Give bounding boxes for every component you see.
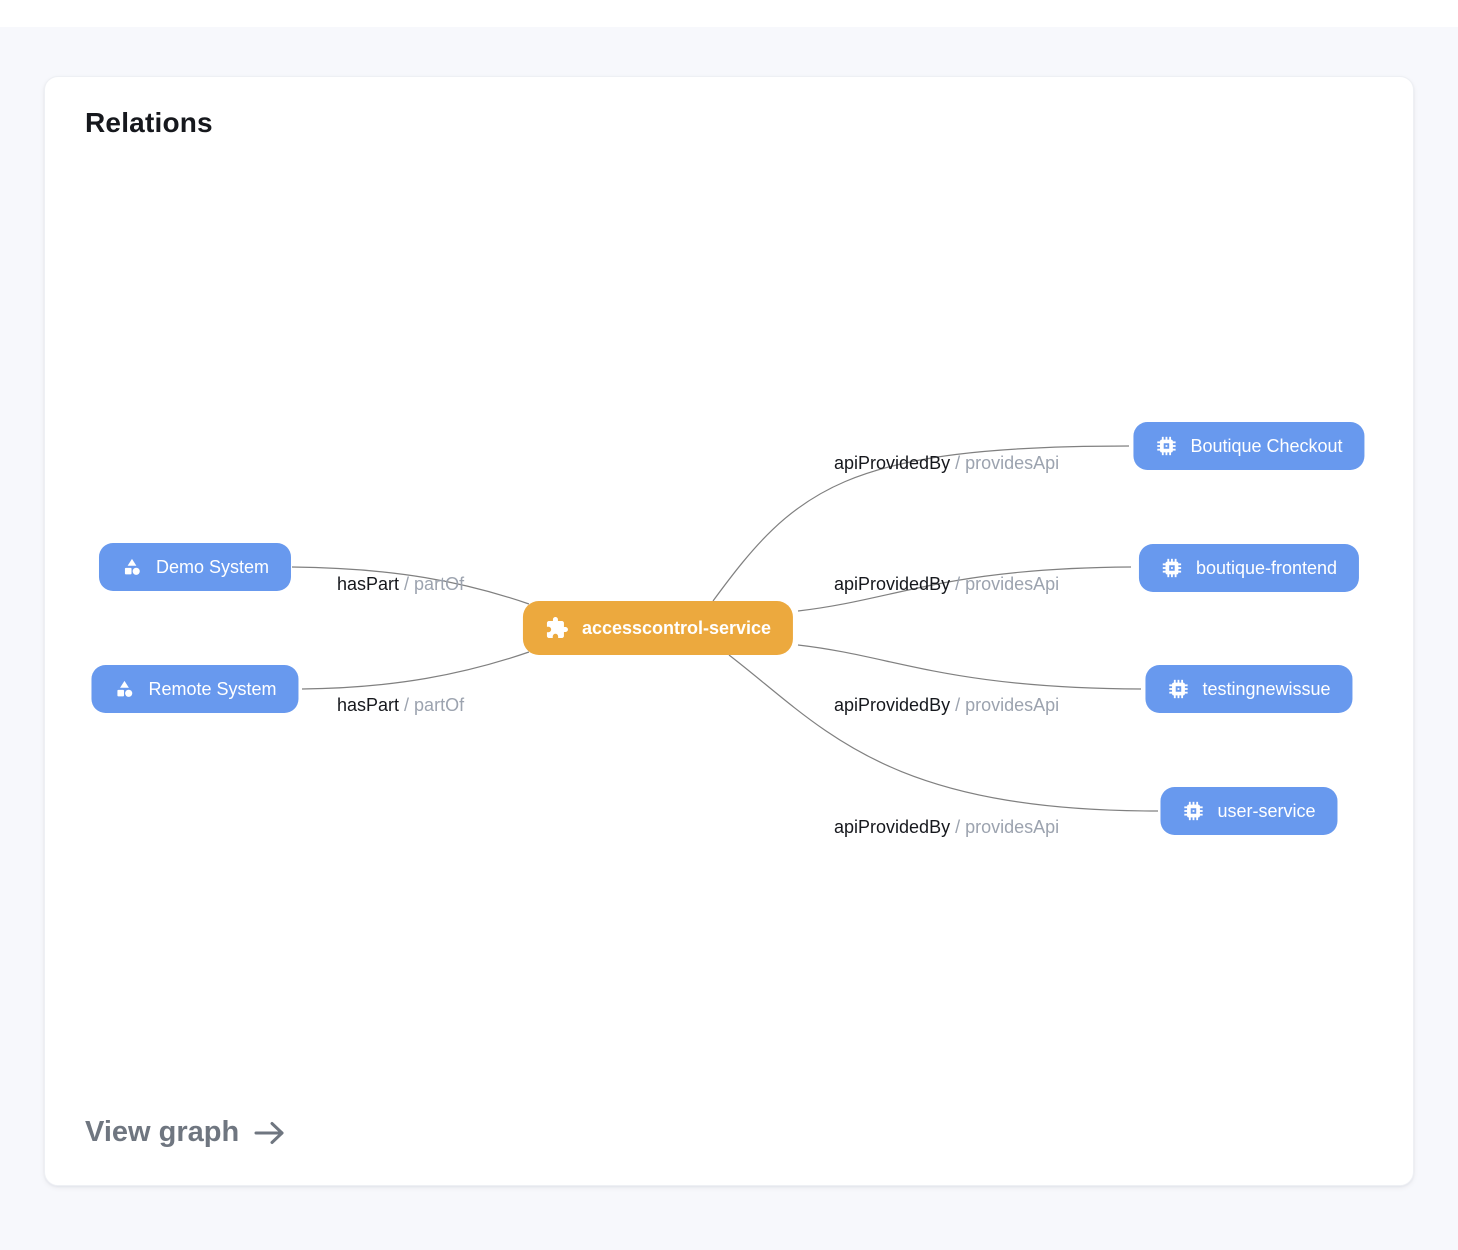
edge-label-primary: apiProvidedBy: [834, 574, 951, 594]
edge-remote-system: [301, 651, 530, 690]
node-user-service[interactable]: user-service: [1160, 787, 1338, 835]
edge-label: apiProvidedBy/ providesApi: [834, 572, 1059, 596]
relations-graph: hasPart/ partOf hasPart/ partOf apiProvi…: [45, 77, 1413, 1185]
edge-label-secondary: / providesApi: [955, 453, 1060, 473]
edge-testingnewissue: [797, 644, 1142, 690]
node-label: accesscontrol-service: [581, 617, 772, 638]
puzzle-piece-icon: [546, 617, 568, 638]
node-label: Demo System: [155, 556, 270, 577]
edge-label-secondary: / partOf: [404, 695, 465, 715]
node-accesscontrol-service[interactable]: accesscontrol-service: [522, 601, 794, 655]
node-demo-system[interactable]: Demo System: [98, 543, 292, 591]
chip-icon: [1157, 436, 1176, 456]
edge-label-primary: apiProvidedBy: [834, 695, 951, 715]
edge-label: hasPart/ partOf: [337, 572, 464, 596]
edge-label-secondary: / partOf: [404, 574, 465, 594]
edge-label: apiProvidedBy/ providesApi: [834, 451, 1059, 475]
view-graph-link[interactable]: View graph: [85, 1116, 287, 1149]
arrow-right-icon: [254, 1121, 284, 1144]
node-label: boutique-frontend: [1195, 557, 1338, 578]
node-remote-system[interactable]: Remote System: [91, 665, 299, 713]
view-graph-label: View graph: [85, 1116, 240, 1148]
edge-label-primary: apiProvidedBy: [834, 817, 951, 837]
node-testingnewissue[interactable]: testingnewissue: [1145, 665, 1353, 713]
node-label: Remote System: [148, 678, 277, 699]
edge-label-primary: hasPart: [337, 695, 400, 715]
edge-label: apiProvidedBy/ providesApi: [834, 815, 1059, 839]
edge-label-secondary: / providesApi: [955, 695, 1060, 715]
top-whitespace-bar: [0, 0, 1458, 27]
node-label: testingnewissue: [1202, 678, 1331, 699]
edge-label-primary: hasPart: [337, 574, 400, 594]
node-boutique-checkout[interactable]: Boutique Checkout: [1133, 422, 1365, 470]
card-title: Relations: [85, 107, 213, 138]
node-label: Boutique Checkout: [1190, 435, 1343, 456]
chip-icon: [1162, 558, 1182, 578]
edge-label-secondary: / providesApi: [955, 817, 1060, 837]
edge-label: hasPart/ partOf: [337, 693, 464, 717]
shapes-icon: [117, 680, 133, 697]
relations-card: Relations hasPart/ partOf hasPart/ partO…: [44, 76, 1414, 1186]
edge-label: apiProvidedBy/ providesApi: [834, 693, 1059, 717]
edge-label-secondary: / providesApi: [955, 574, 1060, 594]
shapes-icon: [124, 558, 140, 575]
edge-user-service: [728, 654, 1159, 812]
chip-icon: [1184, 801, 1203, 821]
node-boutique-frontend[interactable]: boutique-frontend: [1138, 544, 1360, 592]
node-label: user-service: [1217, 800, 1316, 821]
chip-icon: [1169, 679, 1188, 699]
edge-label-primary: apiProvidedBy: [834, 453, 951, 473]
